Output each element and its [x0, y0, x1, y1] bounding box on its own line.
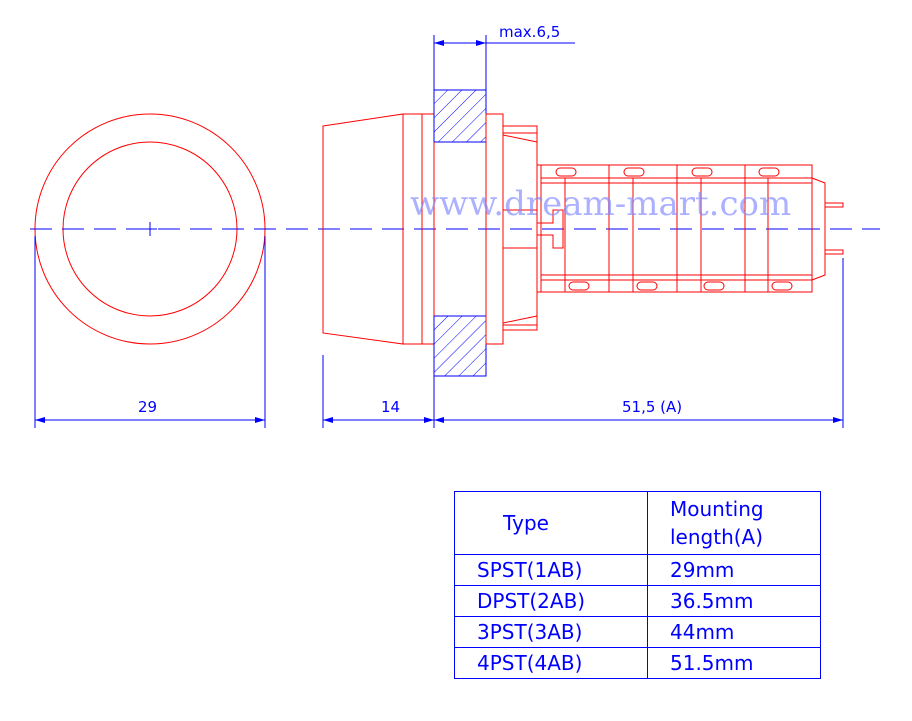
side-view — [322, 89, 844, 377]
watermark: www.dream-mart.com — [410, 184, 791, 224]
cell-type: DPST(2AB) — [454, 585, 648, 617]
cell-type: 3PST(3AB) — [454, 616, 648, 648]
dimension-lines — [34, 35, 844, 428]
mounting-length-table: Type Mounting length(A) SPST(1AB)29mm DP… — [454, 491, 821, 679]
panel-hatch-top — [433, 89, 487, 143]
table-row: 4PST(4AB)51.5mm — [454, 647, 821, 679]
header-type: Type — [454, 491, 648, 555]
cell-length: 36.5mm — [647, 585, 821, 617]
dim-front-length: 14 — [381, 398, 400, 416]
table-header-row: Type Mounting length(A) — [454, 491, 821, 555]
cell-type: SPST(1AB) — [454, 554, 648, 586]
panel-hatch-bottom — [433, 315, 487, 377]
cell-length: 44mm — [647, 616, 821, 648]
cell-length: 29mm — [647, 554, 821, 586]
table-row: DPST(2AB)36.5mm — [454, 585, 821, 617]
dim-mounting-length: 51,5 (A) — [622, 398, 682, 416]
cell-type: 4PST(4AB) — [454, 647, 648, 679]
dim-max-panel: max.6,5 — [499, 23, 560, 41]
dim-diameter: 29 — [138, 398, 157, 416]
cell-length: 51.5mm — [647, 647, 821, 679]
header-mounting-length: Mounting length(A) — [647, 491, 821, 555]
table-row: 3PST(3AB)44mm — [454, 616, 821, 648]
table-row: SPST(1AB)29mm — [454, 554, 821, 586]
